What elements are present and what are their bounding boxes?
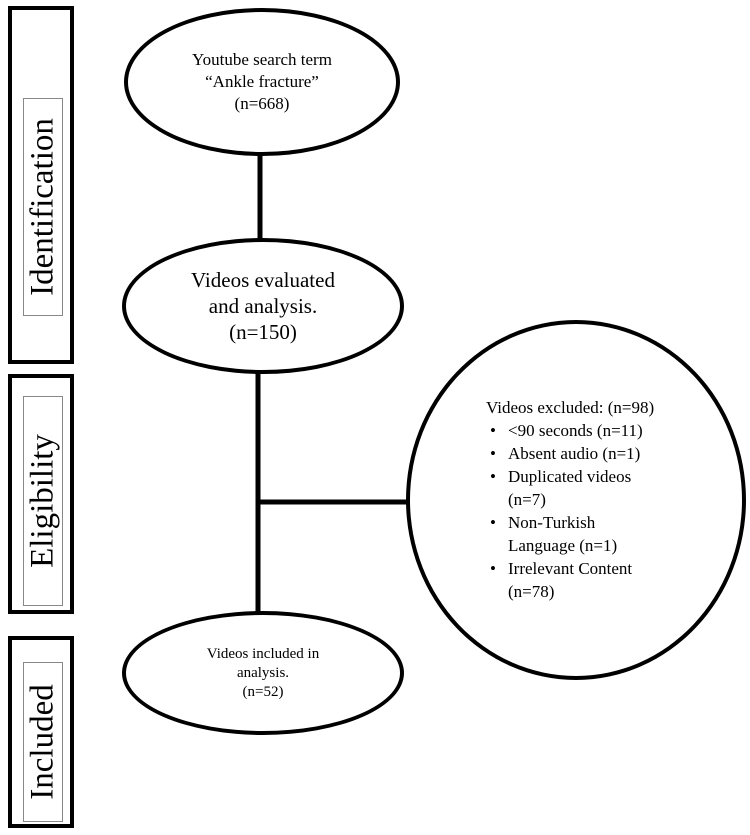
search-node-line: Youtube search term [192, 50, 332, 69]
included-node-line: analysis. [236, 664, 290, 681]
bullet-icon: • [490, 559, 496, 578]
search-node-line: (n=668) [234, 94, 290, 113]
excluded-item-line: (n=7) [508, 490, 546, 509]
stage-eligibility-label: Eligibility [24, 434, 61, 568]
excluded-item-line: (n=78) [508, 582, 555, 601]
included-node-line: (n=52) [242, 683, 284, 700]
excluded-item: • Absent audio (n=1) [486, 442, 736, 465]
bullet-icon: • [490, 444, 496, 463]
search-node: Youtube search term “Ankle fracture” (n=… [124, 8, 400, 156]
evaluated-node-line: (n=150) [229, 320, 297, 344]
stage-identification-label: Identification [24, 118, 61, 296]
excluded-title: Videos excluded: (n=98) [486, 398, 655, 417]
included-node-line: Videos included in [206, 645, 320, 662]
excluded-node: Videos excluded: (n=98) • <90 seconds (n… [406, 320, 746, 680]
evaluated-node-line: Videos evaluated [191, 268, 335, 292]
excluded-item-line: Irrelevant Content [508, 559, 633, 578]
bullet-icon: • [490, 513, 496, 532]
included-node: Videos included in analysis. (n=52) [122, 611, 404, 735]
excluded-item: • Non-Turkish Language (n=1) [486, 511, 736, 557]
stage-identification-box: Identification [8, 6, 74, 364]
bullet-icon: • [490, 467, 496, 486]
excluded-item-line: Duplicated videos [508, 467, 632, 486]
bullet-icon: • [490, 421, 496, 440]
stage-included-label: Included [24, 684, 61, 800]
excluded-item-line: Language (n=1) [508, 536, 618, 555]
excluded-item-line: Non-Turkish [508, 513, 596, 532]
evaluated-node-line: and analysis. [208, 294, 318, 318]
stage-included-inner: Included [23, 662, 63, 822]
excluded-item-line: Absent audio (n=1) [508, 444, 641, 463]
excluded-item: • <90 seconds (n=11) [486, 419, 736, 442]
stage-included-box: Included [8, 636, 74, 828]
excluded-item: • Irrelevant Content (n=78) [486, 557, 736, 603]
excluded-item-line: <90 seconds (n=11) [508, 421, 643, 440]
search-node-line: “Ankle fracture” [205, 72, 319, 91]
stage-eligibility-box: Eligibility [8, 374, 74, 614]
excluded-content: Videos excluded: (n=98) • <90 seconds (n… [486, 396, 736, 603]
stage-eligibility-inner: Eligibility [23, 396, 63, 606]
evaluated-node: Videos evaluated and analysis. (n=150) [122, 238, 404, 374]
excluded-item: • Duplicated videos (n=7) [486, 465, 736, 511]
excluded-list: • <90 seconds (n=11) • Absent audio (n=1… [486, 419, 736, 603]
stage-identification-inner: Identification [23, 98, 63, 316]
